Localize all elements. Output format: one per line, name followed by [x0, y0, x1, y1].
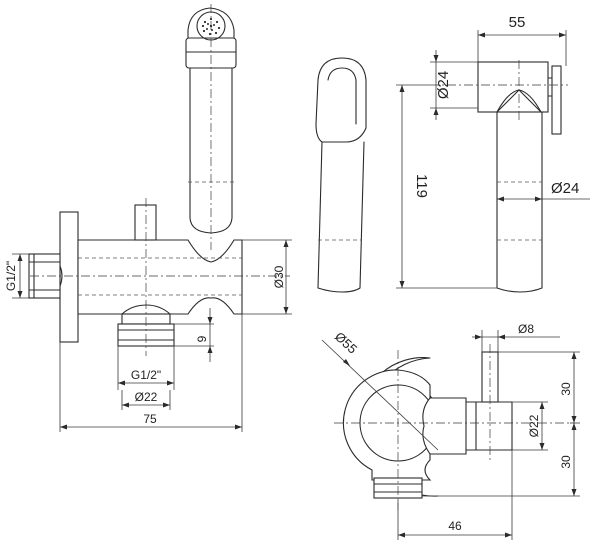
dim-top-width: 55 — [477, 14, 567, 66]
dim-bottom-thread: G1/2" — [117, 346, 175, 390]
flange-dia-label: Ø55 — [332, 329, 360, 357]
left-thread-label: G1/2" — [4, 261, 18, 291]
dim-hose-dia: Ø24 — [497, 180, 590, 202]
plan-pin — [481, 351, 499, 403]
nozzle-dots — [201, 17, 221, 36]
dim-overall-height: 119 — [396, 84, 497, 289]
holder-body — [77, 239, 243, 315]
body-dia-label: Ø30 — [272, 265, 286, 288]
bottom-dia-label: Ø22 — [135, 390, 158, 404]
head-dia-label: Ø24 — [435, 71, 452, 99]
upper-offset-label: 30 — [559, 382, 573, 396]
dim-left-thread: G1/2" — [4, 253, 29, 299]
dim-bottom-dia: Ø22 — [121, 390, 171, 410]
lower-offset-label: 30 — [559, 455, 573, 469]
shower-head-vertical — [185, 4, 237, 250]
dim-overall-length: 75 — [59, 314, 243, 432]
top-width-label: 55 — [509, 14, 526, 31]
hose-dia-label: Ø24 — [551, 180, 579, 197]
outlet-dia-label: Ø22 — [527, 414, 541, 437]
dim-offset-9: 9 — [170, 308, 214, 362]
dim-outlet-dia: Ø22 — [512, 401, 548, 451]
overall-length-label: 75 — [143, 412, 157, 426]
dim-vertical-offsets: 30 30 — [422, 351, 580, 497]
right-top-view: 55 Ø24 119 Ø24 — [396, 14, 590, 293]
depth-label: 46 — [448, 519, 462, 533]
dim-head-dia: Ø24 — [430, 50, 478, 120]
overall-height-label: 119 — [413, 174, 430, 198]
shower-lever — [551, 65, 562, 135]
dim-pin-dia: Ø8 — [472, 322, 560, 352]
top-pin — [134, 204, 157, 241]
dim-body-dia: Ø30 — [242, 239, 292, 315]
wall-flange — [59, 211, 79, 343]
offset-9-label: 9 — [195, 335, 209, 342]
bottom-thread-label: G1/2" — [131, 368, 161, 382]
shower-head-top — [477, 61, 549, 113]
plan-view: Ø55 Ø8 Ø22 — [321, 322, 580, 540]
front-view: G1/2" Ø30 9 G1/2" — [4, 4, 292, 432]
side-view — [315, 57, 367, 293]
pin-dia-label: Ø8 — [518, 322, 534, 336]
dim-depth: 46 — [397, 450, 513, 540]
